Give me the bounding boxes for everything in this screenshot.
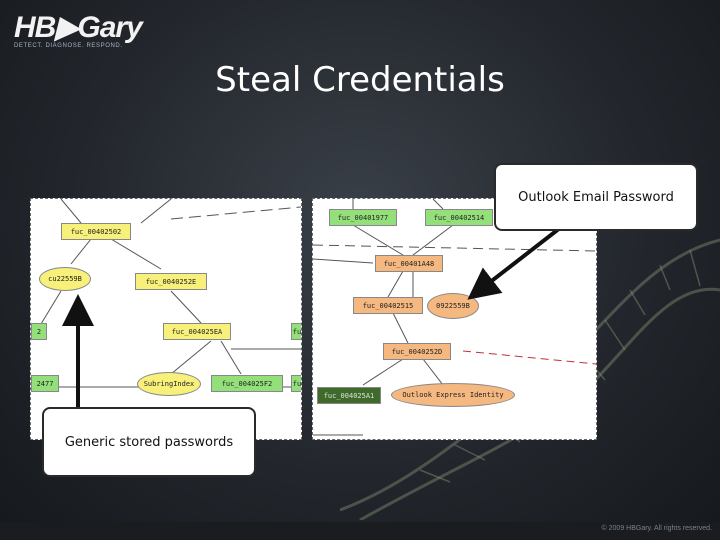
graph-node: fuc_0040252D [383, 343, 451, 360]
graph-node-partial: fu [291, 375, 301, 392]
footer-bar [0, 522, 720, 540]
slide-title: Steal Credentials [215, 60, 505, 100]
logo-tagline: DETECT. DIAGNOSE. RESPOND. [14, 43, 123, 49]
graph-node: fuc_00401A48 [375, 255, 443, 272]
callout-generic-passwords: Generic stored passwords [42, 407, 256, 477]
copyright-text: © 2009 HBGary. All rights reserved. [601, 525, 712, 532]
arrow-to-outlook-node [467, 226, 562, 300]
callout-text: Outlook Email Password [518, 189, 674, 205]
graph-node: fuc_00402514 [425, 209, 493, 226]
callout-text: Generic stored passwords [64, 434, 234, 450]
left-graph-edges [31, 199, 301, 388]
graph-node: fuc_004025A1 [317, 387, 381, 404]
callout-outlook-password: Outlook Email Password [494, 163, 698, 231]
graph-node: fuc_00401977 [329, 209, 397, 226]
right-graph-edges [313, 199, 596, 436]
graph-node: fuc_004025EA [163, 323, 231, 340]
graph-node: fuc_00402502 [61, 223, 131, 240]
graph-node: fuc_00402515 [353, 297, 423, 314]
graph-node: cu22559B [39, 267, 91, 291]
graph-node: fuc_0040252E [135, 273, 207, 290]
graph-node-partial: 2 [31, 323, 47, 340]
graph-node-partial: 2477 [31, 375, 59, 392]
graph-node: fuc_004025F2 [211, 375, 283, 392]
graph-node: Outlook Express Identity [391, 383, 515, 407]
company-logo: HB▶Gary DETECT. DIAGNOSE. RESPOND. [14, 11, 143, 50]
logo-text: HB▶Gary [14, 11, 143, 44]
graph-node: SubringIndex [137, 372, 201, 396]
graph-node-partial: fu [291, 323, 301, 340]
